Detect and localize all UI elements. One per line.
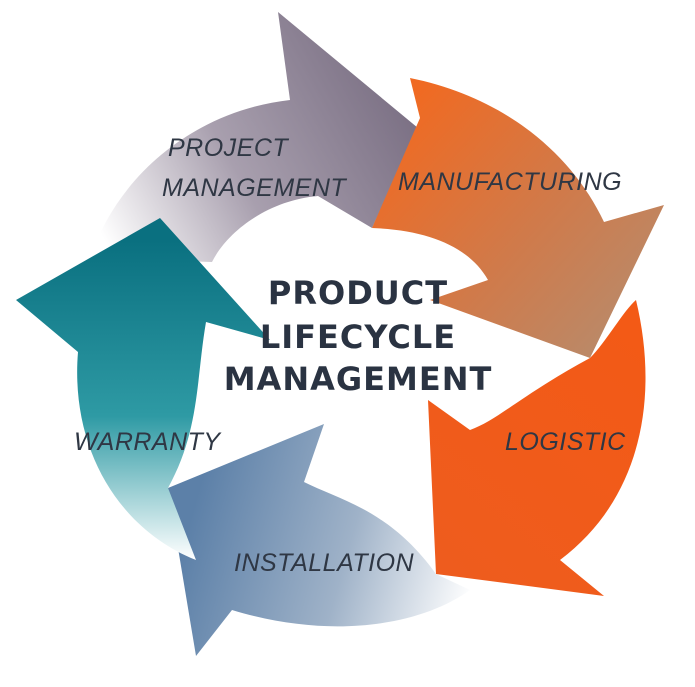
installation-label: INSTALLATION — [234, 549, 415, 577]
logistic-arrow[interactable] — [428, 300, 646, 596]
center-title-line2: LIFECYCLE — [260, 318, 456, 356]
project-label-line2: MANAGEMENT — [162, 174, 347, 202]
warranty-label: WARRANTY — [74, 428, 222, 456]
installation-arrow[interactable] — [168, 424, 470, 656]
project-label-line1: PROJECT — [168, 134, 289, 162]
logistic-label: LOGISTIC — [505, 428, 626, 456]
manufacturing-label: MANUFACTURING — [398, 168, 622, 196]
center-title-line3: MANAGEMENT — [224, 360, 493, 398]
project-management-arrow[interactable] — [90, 12, 418, 262]
manufacturing-arrow[interactable] — [372, 78, 664, 358]
center-title-line1: PRODUCT — [268, 274, 448, 312]
warranty-arrow[interactable] — [16, 218, 270, 560]
